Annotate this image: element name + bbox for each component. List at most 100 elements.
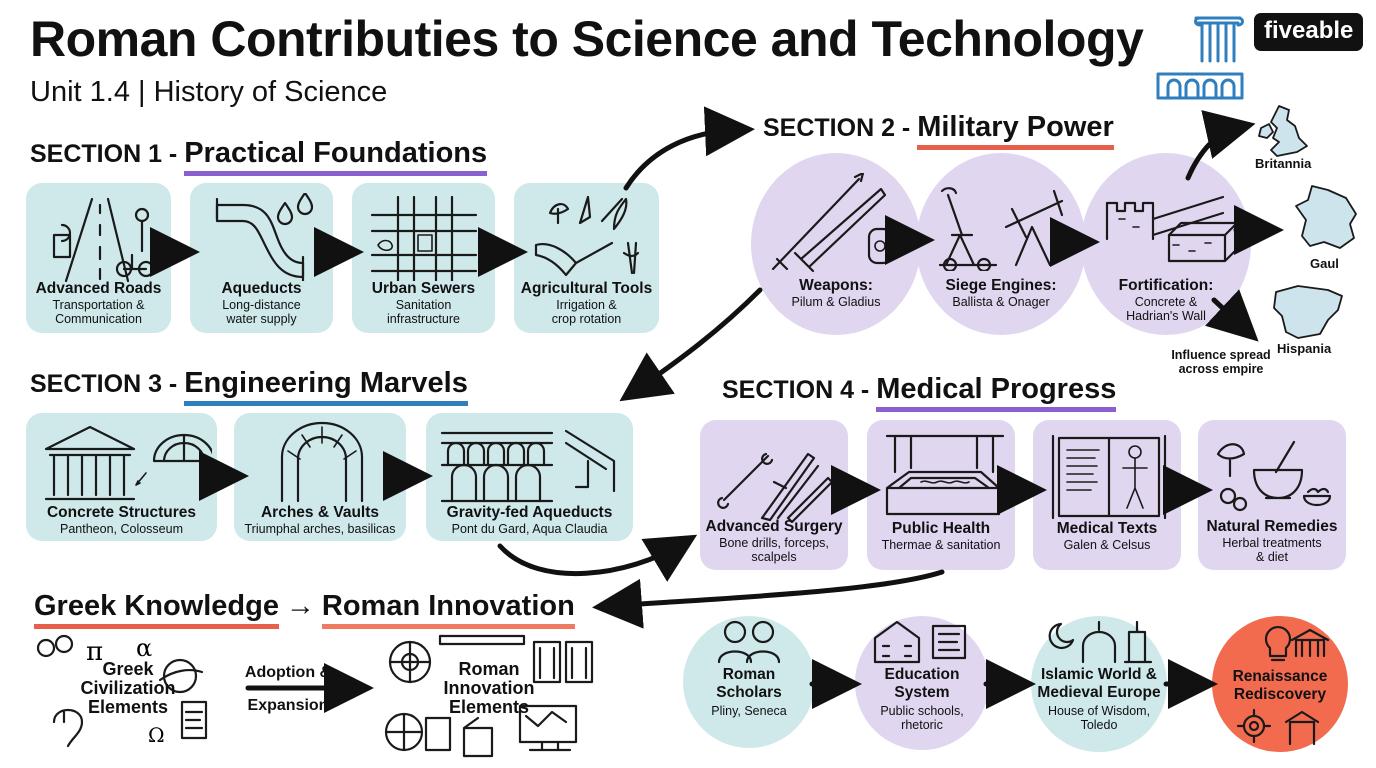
school-icon bbox=[873, 620, 967, 664]
mosque-icon bbox=[1048, 620, 1153, 664]
section1-name: Practical Foundations bbox=[184, 137, 488, 176]
remedies-card: Natural Remedies Herbal treatments & die… bbox=[1198, 420, 1346, 570]
road-sub2: Communication bbox=[55, 312, 142, 326]
sewers-card: Urban Sewers Sanitation infrastructure bbox=[352, 183, 495, 333]
concrete-sub1: Pantheon, Colosseum bbox=[60, 522, 183, 536]
medical-texts-card: Medical Texts Galen & Celsus bbox=[1033, 420, 1181, 570]
alpha-symbol: α bbox=[136, 634, 152, 662]
sword-icon bbox=[771, 173, 893, 273]
weapons-sub1: Pilum & Gladius bbox=[791, 295, 881, 309]
arches-sub1: Triumphal arches, basilicas bbox=[244, 522, 396, 536]
renaissance-circle: Renaissance Rediscovery bbox=[1212, 616, 1348, 752]
siege-circle: Siege Engines: Ballista & Onager bbox=[916, 153, 1086, 335]
greek-label-line3: Elements bbox=[87, 697, 169, 717]
mortar-icon bbox=[1216, 440, 1332, 512]
education-title-line2: System bbox=[894, 684, 950, 701]
road-title: Advanced Roads bbox=[35, 280, 162, 297]
renaissance-title-line2: Rediscovery bbox=[1233, 686, 1327, 703]
agri-tools-title: Agricultural Tools bbox=[520, 280, 653, 297]
greek-knowledge-heading: Greek Knowledge bbox=[34, 590, 279, 629]
roman-scholars-circle: Roman Scholars Pliny, Seneca bbox=[683, 616, 815, 748]
section3-prefix: SECTION 3 - bbox=[30, 370, 185, 398]
concrete-title: Concrete Structures bbox=[46, 504, 196, 521]
greek-elements-icons: π α Ω bbox=[36, 634, 208, 748]
gravity-aqueduct-sub1: Pont du Gard, Aqua Claudia bbox=[451, 522, 608, 536]
gravity-aqueduct-card: Gravity-fed Aqueducts Pont du Gard, Aqua… bbox=[426, 413, 633, 541]
aqueducts-title: Aqueducts bbox=[221, 280, 302, 297]
influence-note: Influence spread across empire bbox=[1166, 348, 1276, 376]
medical-texts-sub1: Galen & Celsus bbox=[1063, 538, 1151, 552]
greek-label-line2: Civilization bbox=[80, 678, 176, 698]
fortification-circle: Fortification: Concrete & Hadrian's Wall bbox=[1081, 153, 1251, 335]
remedies-sub1: Herbal treatments bbox=[1222, 536, 1322, 550]
education-circle: Education System Public schools, rhetori… bbox=[855, 616, 989, 750]
road-icon bbox=[52, 197, 155, 283]
agri-tools-sub1: Irrigation & bbox=[556, 298, 617, 312]
section4-prefix: SECTION 4 - bbox=[722, 376, 877, 404]
education-title-line1: Education bbox=[884, 666, 960, 683]
scholars-title-line2: Scholars bbox=[716, 684, 782, 701]
adoption-label: Adoption & Expansion bbox=[236, 656, 340, 722]
roman-label-line2: Innovation bbox=[443, 678, 535, 698]
scroll-icon bbox=[1051, 434, 1167, 520]
roman-innovation-heading: Roman Innovation bbox=[321, 590, 575, 629]
aqueducts-sub2: water supply bbox=[226, 312, 297, 326]
section3-heading: SECTION 3 - Engineering Marvels bbox=[30, 367, 468, 406]
surgery-sub1: Bone drills, forceps, bbox=[719, 536, 829, 550]
brand-logo: fiveable bbox=[1254, 13, 1364, 51]
forceps-icon bbox=[717, 452, 834, 522]
sewers-sub1: Sanitation bbox=[395, 298, 452, 312]
britannia-map-icon bbox=[1258, 105, 1308, 157]
roman-label-line1: Roman bbox=[458, 659, 520, 679]
arch-icon bbox=[280, 421, 364, 503]
page-title: Roman Contributies to Science and Techno… bbox=[30, 11, 1144, 67]
omega-symbol: Ω bbox=[148, 723, 165, 747]
gravity-aqueduct-title: Gravity-fed Aqueducts bbox=[446, 504, 613, 521]
islamic-title-line1: Islamic World & bbox=[1041, 666, 1157, 683]
greek-roman-heading: Greek Knowledge → Roman Innovation bbox=[34, 590, 575, 629]
section3-name: Engineering Marvels bbox=[184, 367, 468, 406]
road-sub1: Transportation & bbox=[52, 298, 145, 312]
section1-heading: SECTION 1 - Practical Foundations bbox=[30, 137, 488, 176]
gears-icon bbox=[1236, 708, 1320, 746]
aqueducts-sub1: Long-distance bbox=[222, 298, 301, 312]
gaul-label: Gaul bbox=[1310, 256, 1339, 271]
section1-prefix: SECTION 1 - bbox=[30, 140, 185, 168]
plow-icon bbox=[534, 195, 640, 277]
pi-symbol: π bbox=[86, 637, 103, 667]
aqueduct-bridge-icon bbox=[440, 429, 616, 503]
renaissance-title-line1: Renaissance bbox=[1232, 668, 1328, 685]
scholars-title-line1: Roman bbox=[722, 666, 776, 683]
road-card: Advanced Roads Transportation & Communic… bbox=[26, 183, 171, 333]
section2-heading: SECTION 2 - Military Power bbox=[763, 111, 1114, 150]
weapons-title: Weapons: bbox=[799, 277, 873, 294]
fortification-sub2: Hadrian's Wall bbox=[1126, 309, 1206, 323]
influence-note-line1: Influence spread bbox=[1171, 348, 1271, 362]
public-health-card: Public Health Thermae & sanitation bbox=[867, 420, 1015, 570]
public-health-sub1: Thermae & sanitation bbox=[881, 538, 1001, 552]
public-health-title: Public Health bbox=[891, 520, 991, 537]
heading-arrow: → bbox=[285, 590, 315, 622]
hispania-label: Hispania bbox=[1277, 341, 1332, 356]
arrow-to-military bbox=[623, 106, 755, 191]
arrow-to-greek-roman bbox=[592, 569, 945, 629]
islamic-sub2: Toledo bbox=[1080, 718, 1118, 732]
arches-card: Arches & Vaults Triumphal arches, basili… bbox=[234, 413, 406, 541]
sewers-title: Urban Sewers bbox=[371, 280, 476, 297]
page-subtitle: Unit 1.4 | History of Science bbox=[30, 76, 388, 108]
section2-name: Military Power bbox=[917, 111, 1114, 150]
temple-icon bbox=[44, 425, 212, 501]
bath-icon bbox=[885, 434, 1005, 516]
pipe-icon bbox=[215, 193, 314, 281]
gaul-map-icon bbox=[1295, 185, 1357, 249]
greek-elements-label: Greek Civilization Elements bbox=[72, 660, 184, 717]
wall-icon bbox=[1105, 195, 1239, 263]
siege-sub1: Ballista & Onager bbox=[952, 295, 1050, 309]
roman-elements-label: Roman Innovation Elements bbox=[432, 660, 546, 717]
scholars-icon bbox=[717, 620, 781, 664]
education-sub1: Public schools, bbox=[880, 704, 964, 718]
surgery-card: Advanced Surgery Bone drills, forceps, s… bbox=[700, 420, 848, 570]
roman-label-line3: Elements bbox=[448, 697, 530, 717]
islamic-medieval-circle: Islamic World & Medieval Europe House of… bbox=[1031, 616, 1167, 752]
remedies-sub2: & diet bbox=[1256, 550, 1288, 564]
